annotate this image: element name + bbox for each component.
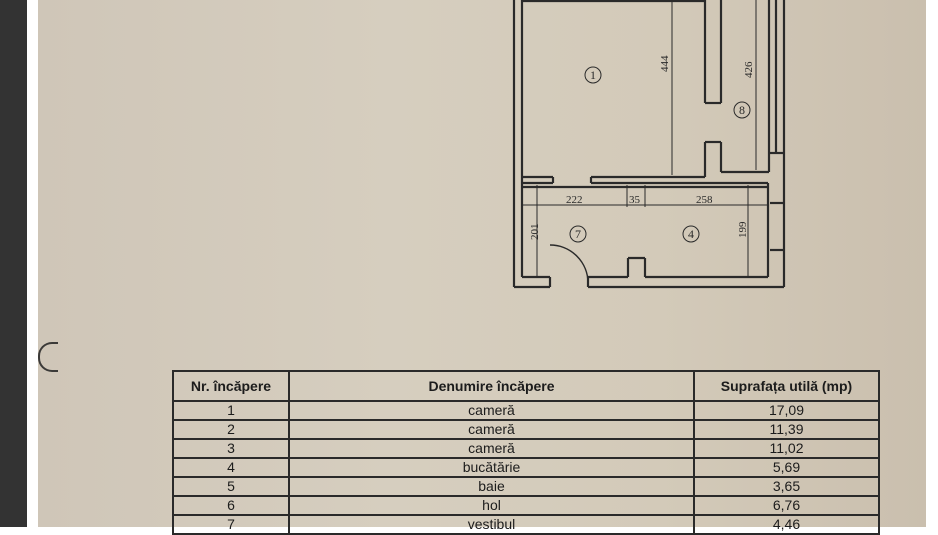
room-name: baie	[288, 476, 695, 497]
room-area: 4,46	[693, 514, 880, 535]
room-marker: 1	[590, 68, 596, 82]
room-area: 5,69	[693, 457, 880, 478]
room-marker-circle	[584, 66, 602, 84]
room-area: 6,76	[693, 495, 880, 516]
room-name: hol	[288, 495, 695, 516]
room-marker: 8	[739, 103, 745, 117]
room-marker-circle	[569, 225, 587, 243]
room-nr: 7	[172, 514, 290, 535]
dimension-label: 444	[659, 55, 671, 72]
dimension-label: 222	[566, 194, 583, 206]
room-area: 17,09	[693, 400, 880, 421]
room-marker: 4	[688, 227, 694, 241]
room-marker-circle	[733, 101, 751, 119]
header-name: Denumire încăpere	[288, 370, 695, 402]
room-name: cameră	[288, 438, 695, 459]
room-area: 11,02	[693, 438, 880, 459]
rooms-table: Nr. încăpere Denumire încăpere Suprafața…	[172, 370, 880, 535]
room-area: 3,65	[693, 476, 880, 497]
room-name: cameră	[288, 419, 695, 440]
room-marker: 7	[575, 227, 581, 241]
header-nr: Nr. încăpere	[172, 370, 290, 402]
dimension-label: 258	[696, 194, 713, 206]
room-name: bucătărie	[288, 457, 695, 478]
room-area: 11,39	[693, 419, 880, 440]
header-area: Suprafața utilă (mp)	[693, 370, 880, 402]
punch-hole-mark	[38, 342, 58, 372]
dark-background	[0, 0, 27, 527]
room-nr: 2	[172, 419, 290, 440]
dimension-label: 199	[737, 221, 749, 238]
room-nr: 3	[172, 438, 290, 459]
dimension-label: 426	[743, 61, 755, 78]
table-header-row: Nr. încăpere Denumire încăpere Suprafața…	[172, 370, 880, 402]
room-nr: 4	[172, 457, 290, 478]
room-marker-circle	[682, 225, 700, 243]
room-nr: 5	[172, 476, 290, 497]
room-name: cameră	[288, 400, 695, 421]
dimension-label: 201	[529, 224, 541, 241]
room-nr: 1	[172, 400, 290, 421]
room-name: vestibul	[288, 514, 695, 535]
dimension-label: 35	[629, 194, 641, 206]
room-nr: 6	[172, 495, 290, 516]
